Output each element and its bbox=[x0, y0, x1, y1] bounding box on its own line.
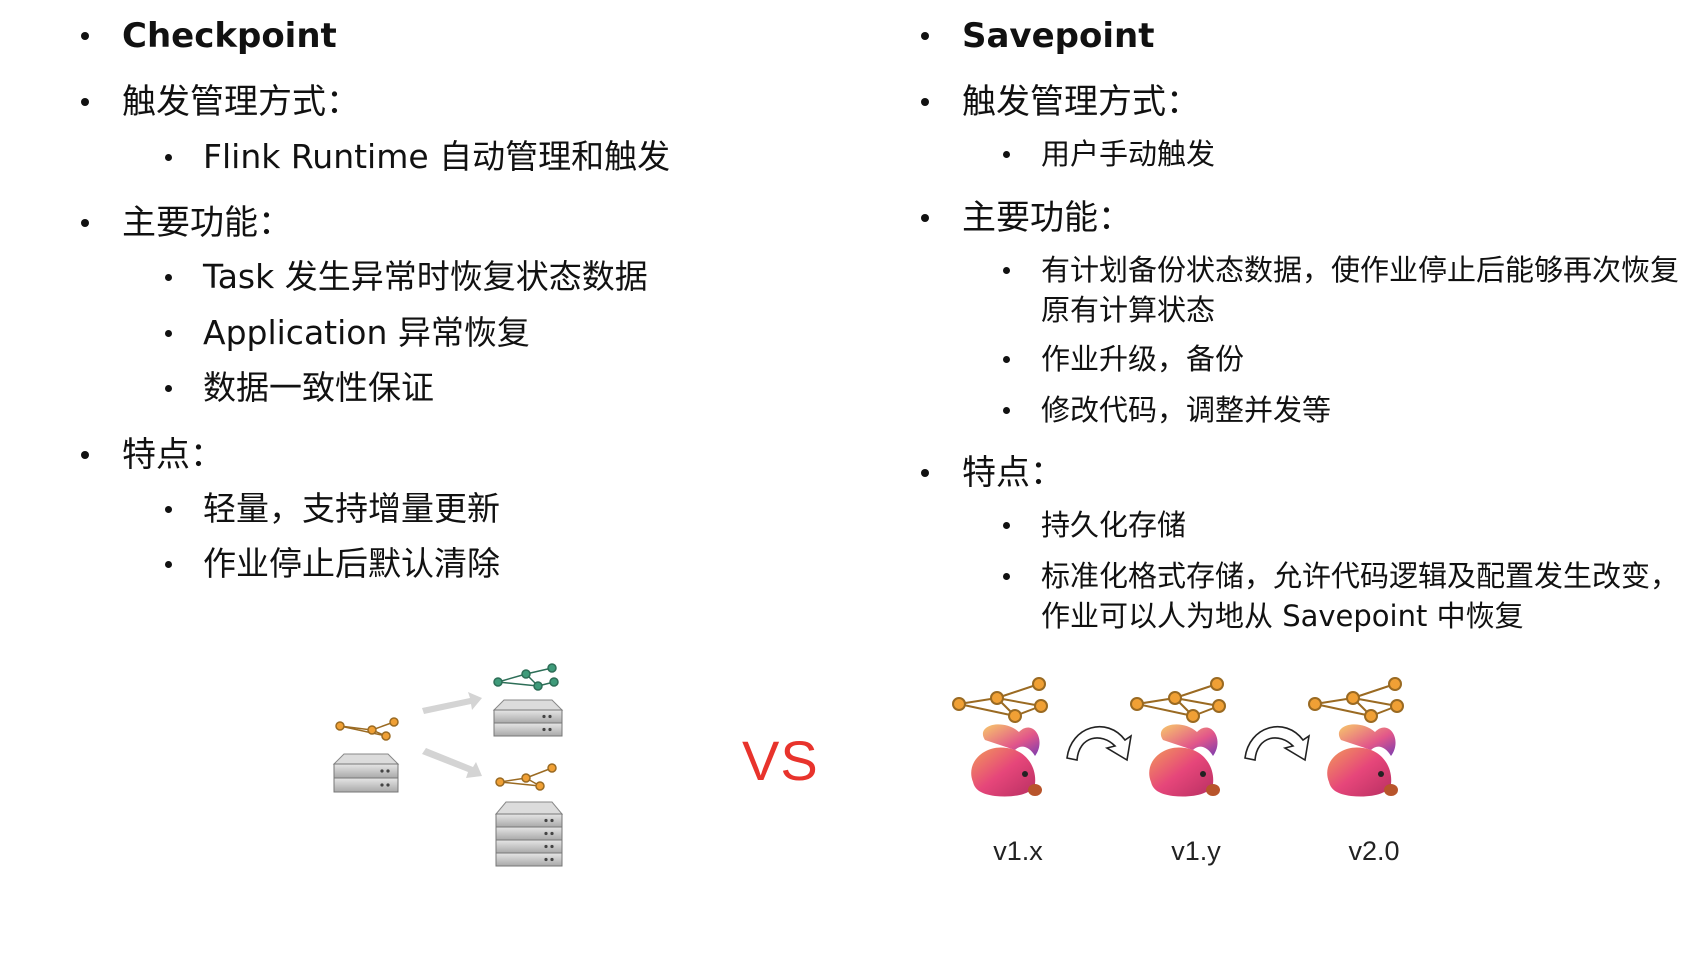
checkpoint-trigger-item: Flink Runtime 自动管理和触发 bbox=[164, 135, 670, 179]
savepoint-trigger-item: 用户手动触发 bbox=[1002, 134, 1215, 174]
savepoint-function-heading: 主要功能： bbox=[918, 195, 1132, 241]
server-icon bbox=[492, 699, 564, 737]
savepoint-function-item: 有计划备份状态数据，使作业停止后能够再次恢复原有计算状态 bbox=[1003, 250, 1681, 330]
checkpoint-function-item: 数据一致性保证 bbox=[165, 366, 434, 410]
savepoint-illustration bbox=[952, 677, 1404, 797]
savepoint-title: Savepoint bbox=[918, 13, 1154, 59]
server-icon bbox=[332, 753, 400, 793]
savepoint-feature-item: 持久化存储 bbox=[1002, 505, 1186, 545]
checkpoint-feature-heading: 特点： bbox=[78, 432, 224, 478]
checkpoint-feature-item: 作业停止后默认清除 bbox=[165, 542, 500, 586]
savepoint-function-item: 作业升级，备份 bbox=[1002, 339, 1244, 379]
checkpoint-trigger-heading: 触发管理方式： bbox=[78, 79, 360, 125]
server-icon bbox=[494, 801, 564, 867]
vs-label: VS bbox=[742, 729, 819, 792]
checkpoint-feature-item: 轻量，支持增量更新 bbox=[165, 487, 500, 531]
checkpoint-illustration bbox=[332, 663, 564, 867]
dag-graph-icon bbox=[1308, 677, 1404, 723]
flink-squirrel-icon bbox=[1327, 724, 1398, 797]
dag-graph-icon bbox=[952, 677, 1048, 723]
checkpoint-function-heading: 主要功能： bbox=[78, 200, 292, 246]
curved-arrow-icon bbox=[1066, 725, 1133, 762]
savepoint-feature-heading: 特点： bbox=[918, 450, 1064, 496]
checkpoint-function-item: Task 发生异常时恢复状态数据 bbox=[165, 255, 648, 299]
version-label: v1.x bbox=[993, 836, 1043, 866]
curved-arrow-icon bbox=[1244, 725, 1311, 762]
checkpoint-title: Checkpoint bbox=[78, 13, 337, 59]
version-label: v2.0 bbox=[1348, 836, 1400, 866]
version-label: v1.y bbox=[1171, 836, 1221, 866]
dag-graph-icon bbox=[335, 717, 399, 741]
savepoint-function-item: 修改代码，调整并发等 bbox=[1002, 390, 1331, 430]
copy-arrow-icon bbox=[422, 692, 482, 778]
checkpoint-function-item: Application 异常恢复 bbox=[165, 311, 530, 355]
savepoint-feature-item: 标准化格式存储，允许代码逻辑及配置发生改变，作业可以人为地从 Savepoint… bbox=[1003, 556, 1681, 636]
savepoint-trigger-heading: 触发管理方式： bbox=[918, 79, 1200, 125]
dag-graph-icon bbox=[495, 763, 557, 791]
dag-graph-icon bbox=[1130, 677, 1226, 723]
flink-squirrel-icon bbox=[971, 724, 1042, 797]
dag-graph-icon bbox=[493, 663, 559, 691]
flink-squirrel-icon bbox=[1149, 724, 1220, 797]
